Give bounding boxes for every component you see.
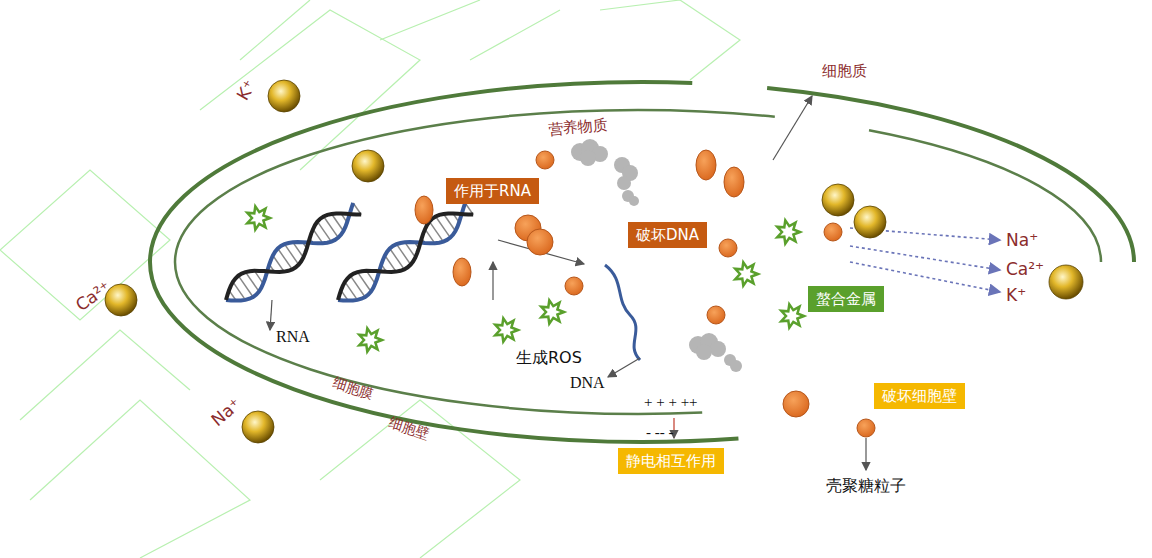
box-label: 静电相互作用 xyxy=(626,452,716,470)
text-label: 壳聚糖粒子 xyxy=(826,476,906,497)
cell-wall xyxy=(150,82,1134,442)
mechanism-box: 螯合金属 xyxy=(808,286,884,312)
text-label: Ca²⁺ xyxy=(1006,259,1044,279)
dna-strand xyxy=(605,265,640,360)
box-label: 破坏DNA xyxy=(636,226,699,244)
text-label: 细胞壁 xyxy=(386,414,432,444)
text-label: K⁺ xyxy=(1006,285,1026,305)
mechanism-box: 破坏DNA xyxy=(628,222,707,248)
text-label: DNA xyxy=(570,374,605,392)
text-label: + + + ++ xyxy=(644,394,698,411)
text-label: Na⁺ xyxy=(207,394,244,430)
rna-helix xyxy=(226,203,473,301)
cell-membrane xyxy=(175,110,1101,414)
text-label: 生成ROS xyxy=(516,348,582,369)
text-label: 细胞质 xyxy=(822,62,867,81)
text-label: - -- - xyxy=(646,424,673,441)
box-label: 破坏细胞壁 xyxy=(882,387,957,405)
mechanism-box: 静电相互作用 xyxy=(618,448,724,474)
text-label: Na⁺ xyxy=(1006,230,1038,250)
mechanism-box: 破坏细胞壁 xyxy=(874,383,965,409)
text-label: K⁺ xyxy=(232,76,259,103)
text-label: 营养物质 xyxy=(547,115,608,139)
box-label: 作用于RNA xyxy=(454,182,531,200)
metal-ions xyxy=(105,80,1083,443)
arrows xyxy=(270,96,866,470)
text-label: RNA xyxy=(276,328,310,346)
box-label: 螯合金属 xyxy=(816,290,876,308)
nutrient-clouds xyxy=(571,139,742,372)
text-label: 细胞膜 xyxy=(330,374,376,404)
mechanism-box: 作用于RNA xyxy=(446,178,539,204)
chitosan-particles xyxy=(415,150,875,437)
ros-symbols xyxy=(247,206,804,351)
